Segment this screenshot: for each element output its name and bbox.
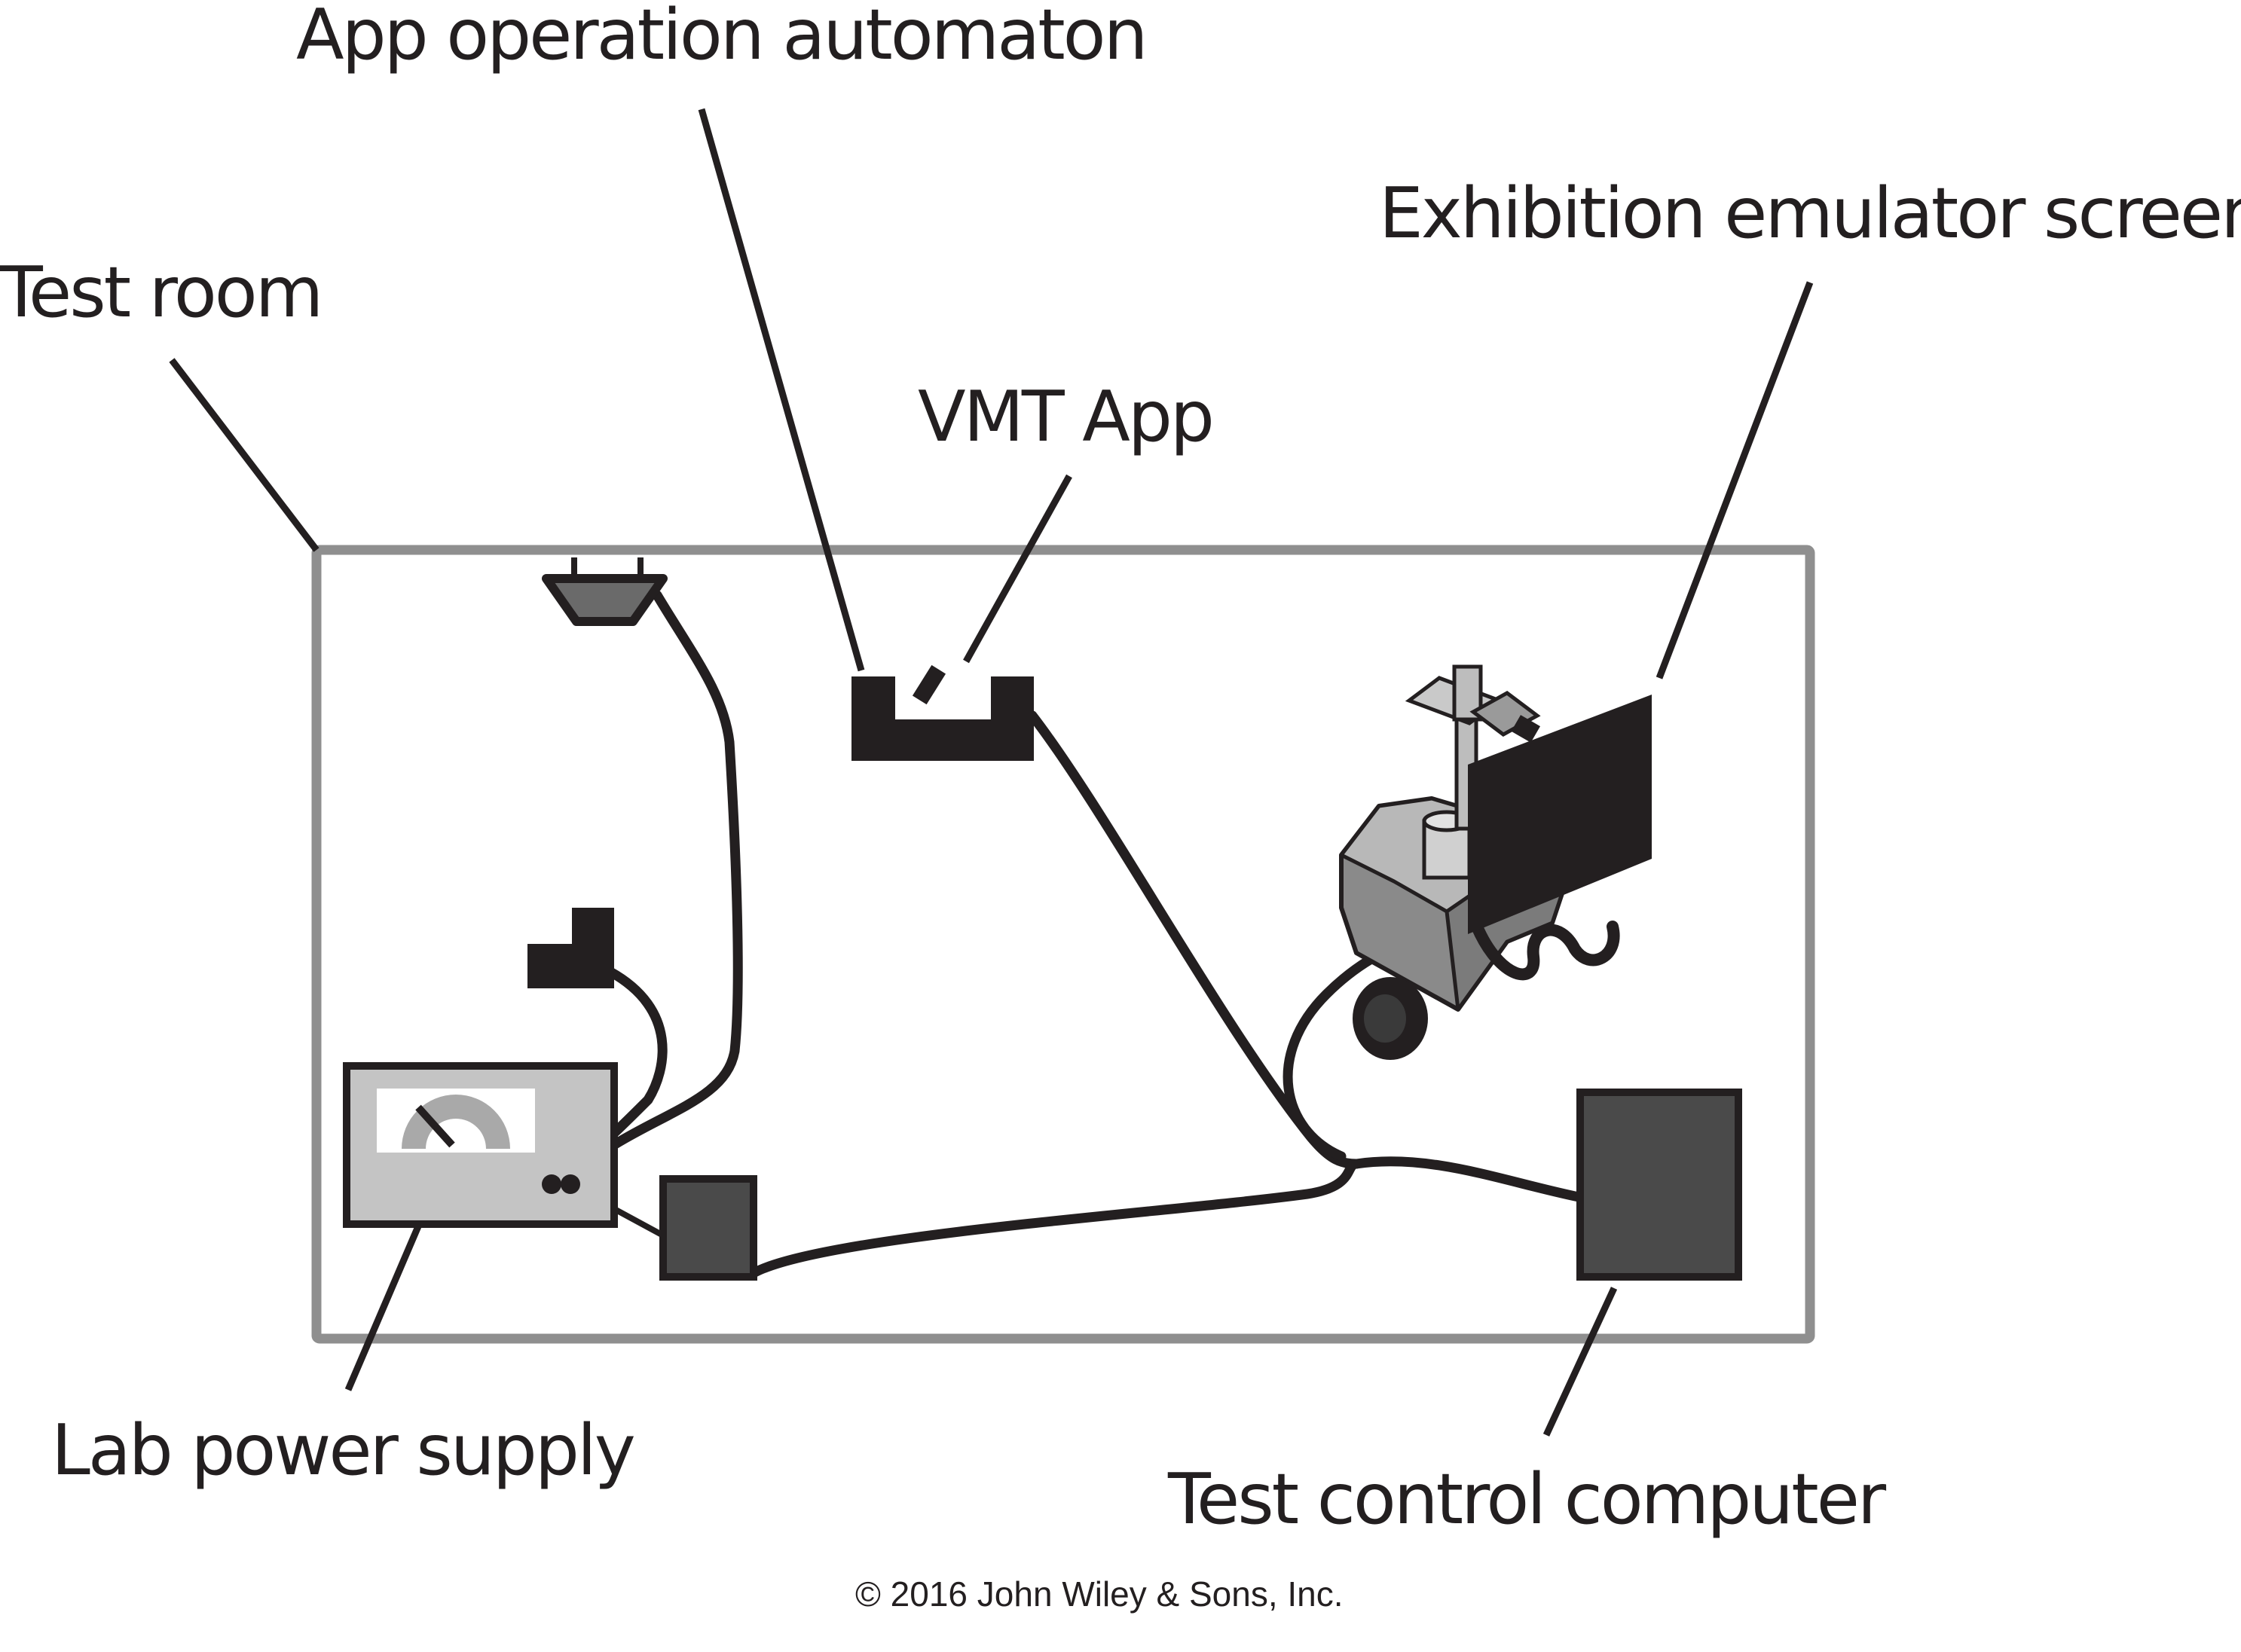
test-control-computer-leader [1542,1287,1618,1437]
vmt-app-leader [963,474,1072,664]
app-operation-automaton-label: App operation automaton [296,0,1146,75]
lamp-icon [542,557,668,626]
test-control-computer-label: Test control computer [1167,1458,1887,1540]
robot-icon [1339,664,1652,1060]
power-supply-icon [343,1062,618,1228]
relay-box-icon [659,1175,757,1281]
lab-power-supply-label: Lab power supply [51,1409,634,1491]
vmt-app-label: VMT App [918,376,1212,457]
computer-icon [1576,1089,1742,1281]
test-room-leader [169,358,319,552]
automaton-cable [1027,710,1362,1169]
app-operation-automaton-leader [698,108,865,672]
test-room-label: Test room [0,252,321,333]
lamp-cable [567,590,743,1180]
phone-icon [912,664,946,705]
small-device-icon [527,908,614,988]
test-room-boundary [311,545,1815,1344]
copyright-text: © 2016 John Wiley & Sons, Inc. [855,1574,1344,1614]
automaton-icon [851,676,1034,761]
computer-power-cable [748,1156,1588,1278]
exhibition-emulator-screen-label: Exhibition emulator screen [1379,173,2241,254]
exhibition-emulator-screen-leader [1656,281,1814,679]
